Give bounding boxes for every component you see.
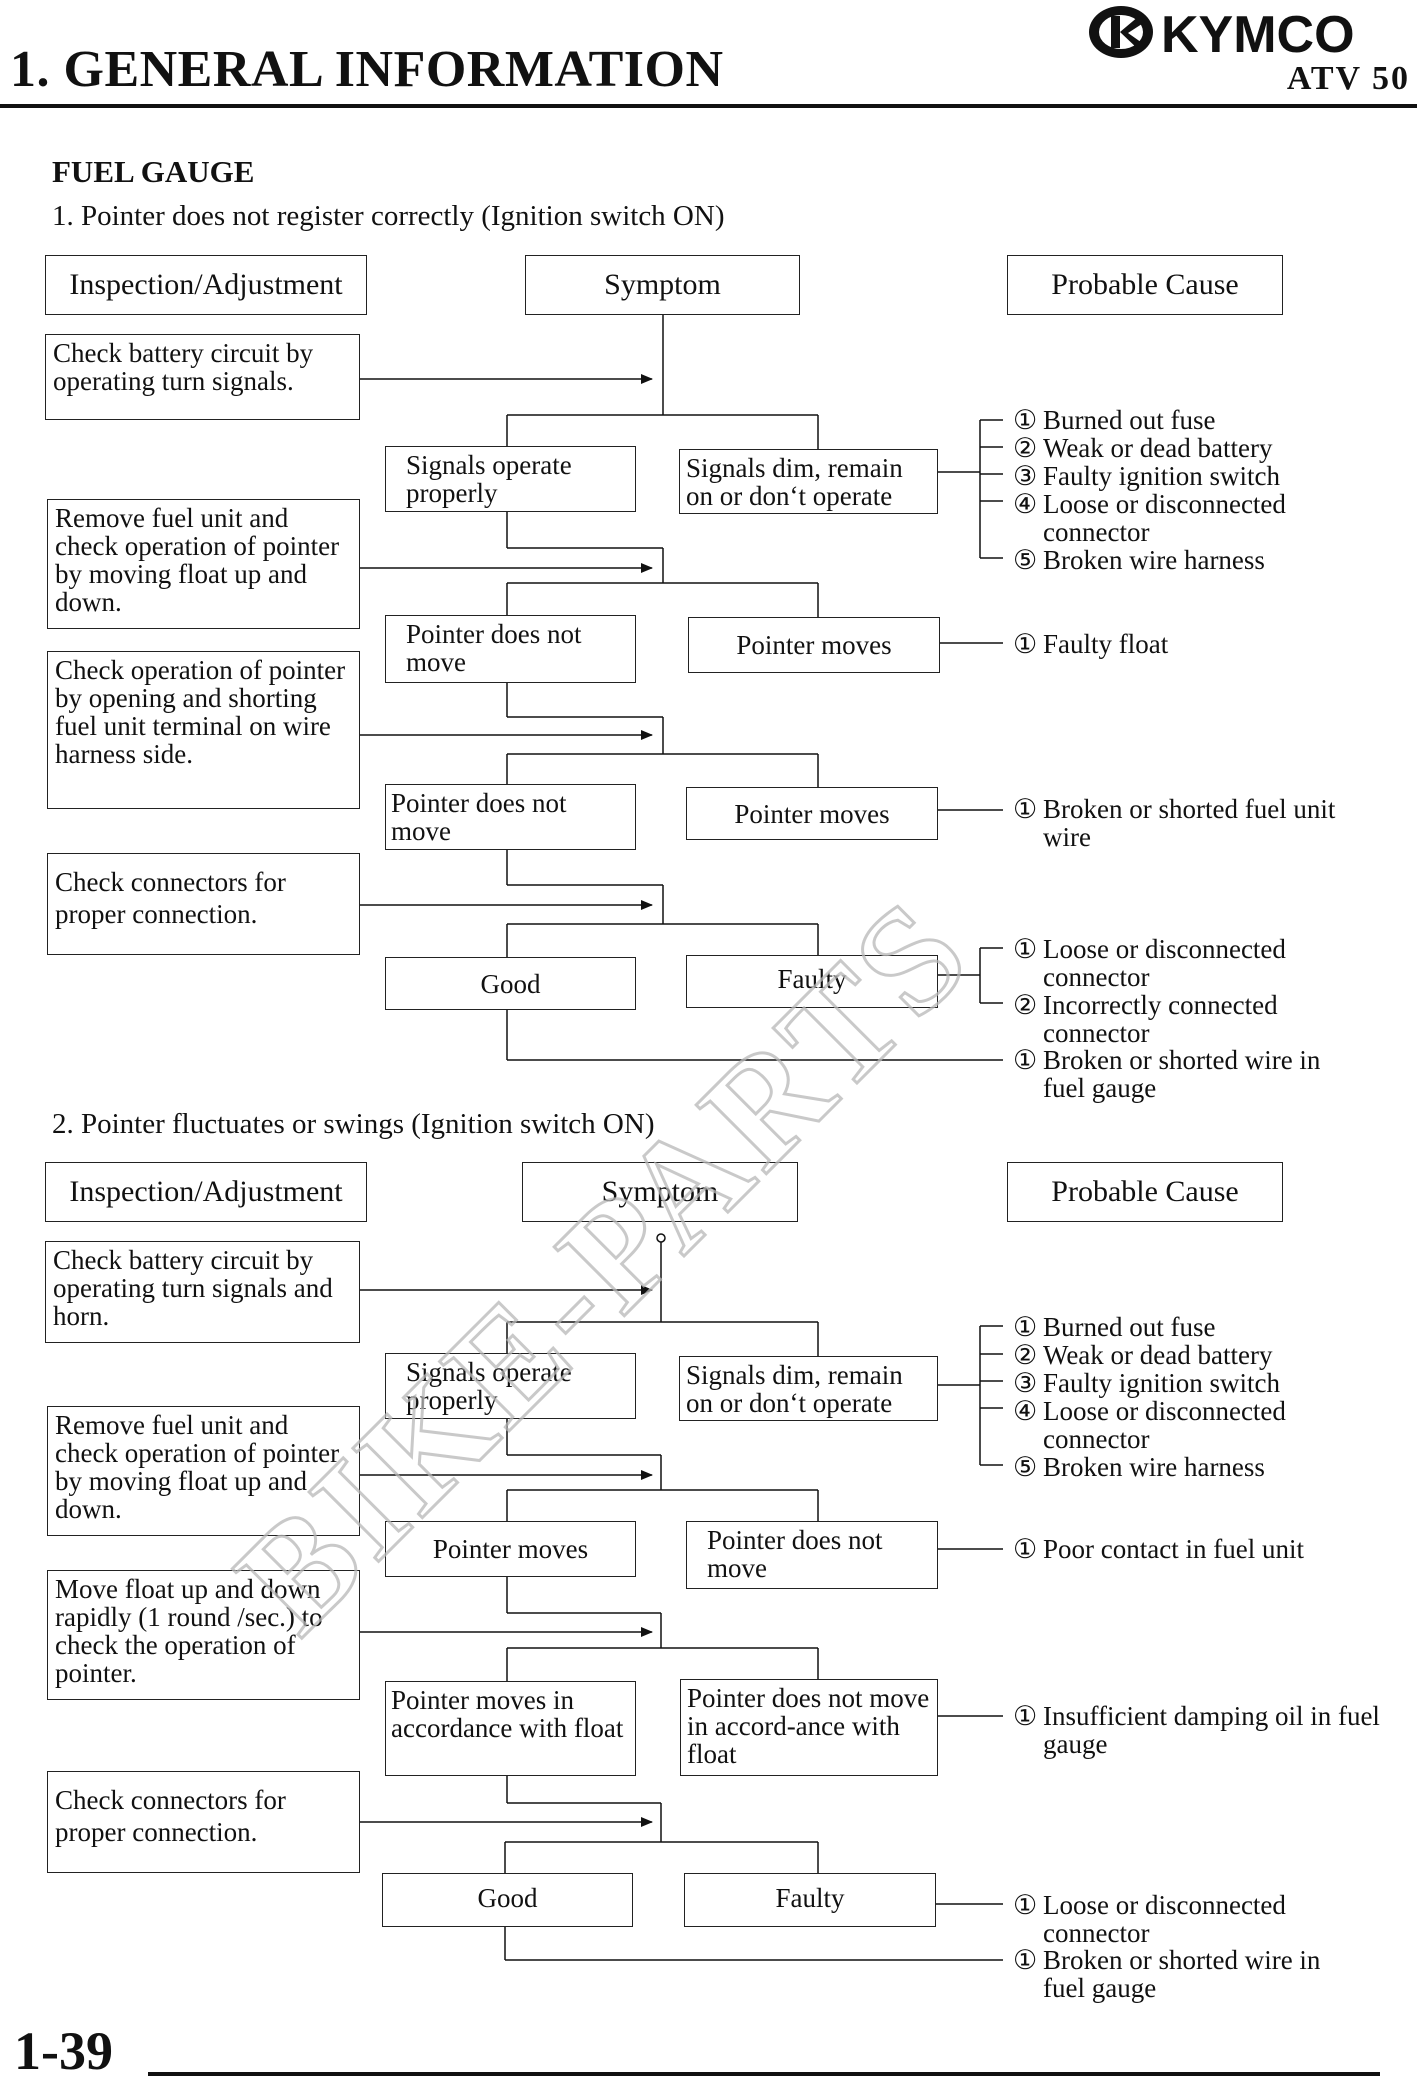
p2-cause-1-2: Weak or dead battery [1043, 1340, 1273, 1370]
p1-symptom-signals-ok: Signals operate properly [385, 446, 636, 512]
kymco-logo: KYMCO [1089, 6, 1355, 62]
p2-step-4: Check connectors for proper connection. [47, 1771, 360, 1873]
model-label: ATV 50 [1286, 60, 1410, 97]
p2-cause-4-1: Loose or disconnected connector [1043, 1890, 1286, 1948]
p1-step-3: Check operation of pointer by opening an… [47, 651, 360, 809]
section-title: FUEL GAUGE [52, 154, 255, 189]
p2-symptom-signals-ok: Signals operate properly [385, 1353, 636, 1419]
footer-rule [148, 2072, 1380, 2076]
p1-symptom-signals-dim: Signals dim, remain on or don‘t operate [679, 449, 938, 514]
p2-cause-1-1: Burned out fuse [1043, 1312, 1216, 1342]
p2-step-1: Check battery circuit by operating turn … [45, 1241, 360, 1343]
p1-step-4: Check connectors for proper connection. [47, 853, 360, 955]
p1-header-cause: Probable Cause [1007, 255, 1283, 315]
p1-header-inspection: Inspection/Adjustment [45, 255, 367, 315]
p2-symptom-signals-dim: Signals dim, remain on or don‘t operate [679, 1356, 938, 1421]
p1-cause-4-2: Incorrectly connected connector [1043, 990, 1278, 1048]
p1-cause-1-2: Weak or dead battery [1043, 433, 1273, 463]
p1-cause-1-5: Broken wire harness [1043, 545, 1265, 575]
svg-text:KYMCO: KYMCO [1161, 6, 1355, 62]
part1-subtitle: 1. Pointer does not register correctly (… [52, 200, 725, 232]
p1-symptom-moves-1: Pointer moves [688, 617, 940, 673]
p2-cause-5-1: Broken or shorted wire in fuel gauge [1043, 1945, 1321, 2003]
part2-subtitle: 2. Pointer fluctuates or swings (Ignitio… [52, 1108, 655, 1140]
p2-header-symptom: Symptom [522, 1162, 798, 1222]
p1-header-symptom: Symptom [525, 255, 800, 315]
p2-cause-1-4: Loose or disconnected connector [1043, 1396, 1286, 1454]
p2-step-2: Remove fuel unit and check operation of … [47, 1406, 360, 1536]
p2-cause-3-1: Insufficient damping oil in fuel gauge [1043, 1701, 1380, 1759]
p1-cause-1-3: Faulty ignition switch [1043, 461, 1281, 491]
p1-cause-5-1: Broken or shorted wire in fuel gauge [1043, 1045, 1321, 1103]
p1-step-2: Remove fuel unit and check operation of … [47, 499, 360, 629]
p2-symptom-no-move: Pointer does not move [686, 1521, 938, 1589]
p1-step-1: Check battery circuit by operating turn … [45, 334, 360, 420]
p1-cause-1-1: Burned out fuse [1043, 405, 1216, 435]
p1-symptom-faulty: Faulty [686, 955, 938, 1008]
page-number: 1-39 [14, 2021, 113, 2081]
p2-symptom-no-move-accordance: Pointer does not move in accord-ance wit… [680, 1679, 938, 1776]
p2-step-3: Move float up and down rapidly (1 round … [47, 1570, 360, 1700]
p2-header-inspection: Inspection/Adjustment [45, 1162, 367, 1222]
p1-symptom-no-move-1: Pointer does not move [385, 615, 636, 683]
p2-symptom-faulty: Faulty [684, 1873, 936, 1927]
p1-symptom-moves-2: Pointer moves [686, 787, 938, 840]
page-title: 1. GENERAL INFORMATION [10, 41, 724, 98]
p2-symptom-moves-accordance: Pointer moves in accordance with float [385, 1681, 636, 1776]
header-rule [0, 104, 1417, 108]
p2-cause-2-1: Poor contact in fuel unit [1043, 1534, 1304, 1564]
p2-cause-1-5: Broken wire harness [1043, 1452, 1265, 1482]
p1-cause-3-1: Broken or shorted fuel unit wire [1043, 794, 1336, 852]
p2-symptom-moves: Pointer moves [385, 1521, 636, 1577]
p2-symptom-good: Good [382, 1873, 633, 1927]
p2-header-cause: Probable Cause [1007, 1162, 1283, 1222]
p1-cause-4-1: Loose or disconnected connector [1043, 934, 1286, 992]
p1-symptom-no-move-2: Pointer does not move [385, 784, 636, 850]
p1-cause-1-4: Loose or disconnected connector [1043, 489, 1286, 547]
p1-cause-2-1: Faulty float [1043, 629, 1169, 659]
p2-cause-1-3: Faulty ignition switch [1043, 1368, 1281, 1398]
p1-symptom-good: Good [385, 957, 636, 1010]
